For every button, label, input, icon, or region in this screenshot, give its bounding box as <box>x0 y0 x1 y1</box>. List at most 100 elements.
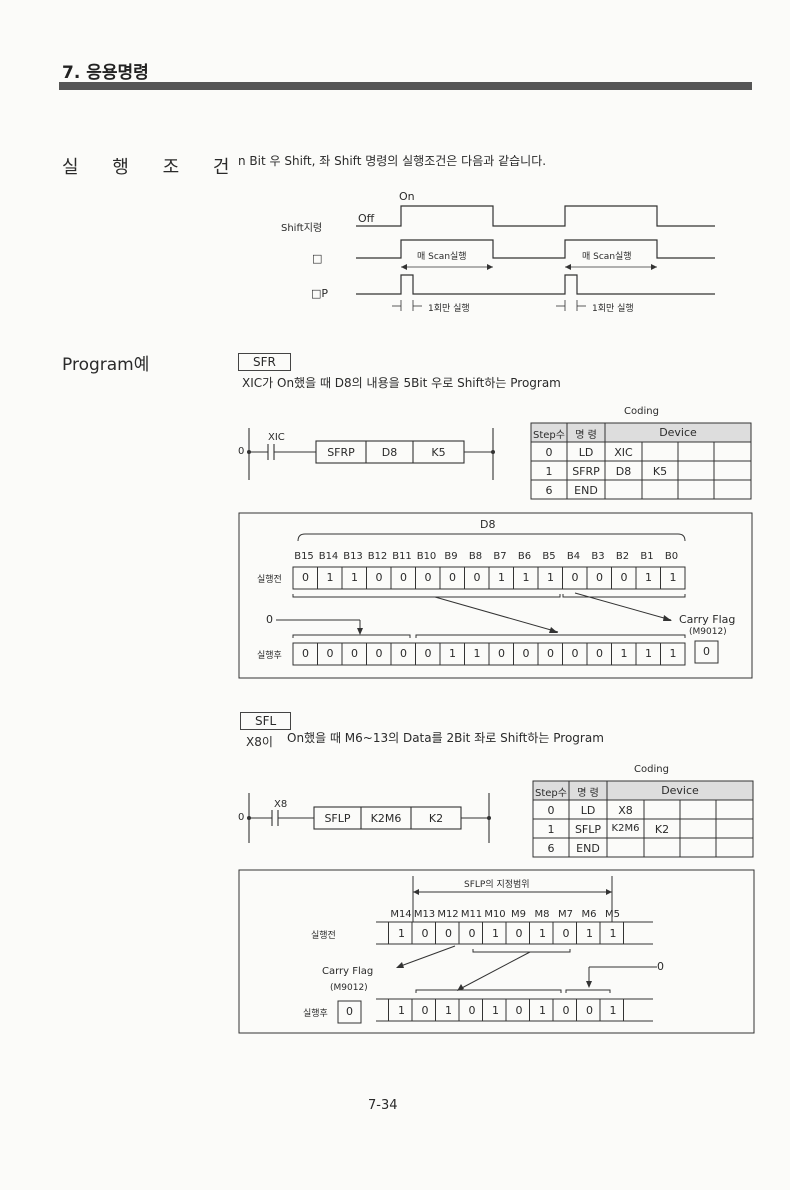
sfl-code-r0-step: 0 <box>547 804 555 817</box>
sfl-zero-in: 0 <box>657 960 664 973</box>
sfl-before-bit-7: 0 <box>562 927 570 940</box>
sfr-bit-label-5: B10 <box>416 551 437 562</box>
sfl-bit-label-0: M14 <box>390 909 412 920</box>
timing-row2-label: □ <box>312 252 323 265</box>
sfl-bit-label-3: M11 <box>460 909 483 920</box>
sfl-bit-label-2: M12 <box>437 909 459 920</box>
sfl-description-a: X8이 <box>246 735 273 749</box>
sfl-bit-label-1: M13 <box>413 909 436 920</box>
section-heading-program: Program예 <box>62 355 150 375</box>
sfr-after-bit-1: 0 <box>326 647 334 660</box>
sfl-bit-label-4: M10 <box>484 909 506 920</box>
sfl-code-r0-d1: X8 <box>618 804 633 817</box>
sfr-arg2: K5 <box>431 446 446 459</box>
sfr-bit-label-4: B11 <box>392 551 412 562</box>
sfl-code-r2-cmd: END <box>576 842 600 855</box>
sfr-arg1: D8 <box>381 446 398 459</box>
sfl-before-label: 실행전 <box>311 931 336 941</box>
timing-row3-label: □P <box>311 287 329 300</box>
sfr-after-bit-14: 1 <box>645 647 652 660</box>
sfl-after-bit-4: 1 <box>492 1004 499 1017</box>
sfl-after-bit-6: 1 <box>539 1004 546 1017</box>
sfl-code-r1-cmd: SFLP <box>574 823 602 836</box>
sfl-carry-label: Carry Flag <box>322 966 374 977</box>
sfr-coding-h-cmd: 명 령 <box>575 430 597 441</box>
sfr-after-bit-6: 1 <box>449 647 456 660</box>
chapter-title: 7. 응용명령 <box>62 63 149 83</box>
sfr-bit-label-13: B2 <box>615 551 630 562</box>
sfr-before-bit-4: 0 <box>400 571 407 584</box>
sfl-bit-label-8: M6 <box>581 909 597 920</box>
page-number: 7-34 <box>368 1098 398 1113</box>
sfl-after-bit-0: 1 <box>398 1004 405 1017</box>
sfl-tag: SFL <box>240 712 292 730</box>
sfr-before-bit-11: 0 <box>571 571 579 584</box>
sfr-bit-label-9: B6 <box>517 551 532 562</box>
sfr-before-bit-8: 1 <box>498 571 505 584</box>
conditions-description: n Bit 우 Shift, 좌 Shift 명령의 실행조건은 다음과 같습니… <box>238 154 547 168</box>
once-label-1: 1회만 실행 <box>428 304 470 314</box>
timing-shift-label: Shift지령 <box>281 223 323 234</box>
sfl-coding-title: Coding <box>634 764 669 775</box>
sfl-coding-h-device: Device <box>661 784 699 797</box>
sfr-bit-label-12: B3 <box>591 551 605 562</box>
sfr-before-label: 실행전 <box>257 575 282 585</box>
once-label-2: 1회만 실행 <box>592 304 634 314</box>
sfr-op: SFRP <box>327 446 355 459</box>
sfr-contact-label: XIC <box>268 432 285 443</box>
every-scan-label-2: 매 Scan실행 <box>582 252 632 262</box>
sfr-after-bit-2: 0 <box>351 647 358 660</box>
sfr-code-r1-cmd: SFRP <box>572 465 600 478</box>
sfr-before-bit-5: 0 <box>424 571 432 584</box>
sfl-code-r2-step: 6 <box>547 842 555 855</box>
sfr-coding-h-step: Step수 <box>533 430 565 441</box>
sfr-bit-label-7: B8 <box>468 551 483 562</box>
sfr-register-label: D8 <box>480 518 496 531</box>
sfr-bit-label-6: B9 <box>444 551 458 562</box>
sfl-coding-h-step: Step수 <box>535 788 567 799</box>
sfr-code-r2-step: 6 <box>545 484 553 497</box>
sfr-after-bit-12: 0 <box>596 647 603 660</box>
sfl-range-label: SFLP의 지정범위 <box>464 880 530 890</box>
sfl-after-bit-1: 0 <box>421 1004 429 1017</box>
sfr-before-bit-9: 1 <box>522 571 530 584</box>
sfl-bit-label-9: M5 <box>605 909 620 920</box>
sfr-after-bit-13: 1 <box>620 647 628 660</box>
sfl-after-bit-8: 0 <box>586 1004 593 1017</box>
sfr-carry-label: Carry Flag <box>679 613 736 626</box>
sfr-after-bit-15: 1 <box>669 647 677 660</box>
sfr-before-bit-1: 1 <box>326 571 334 584</box>
sfr-coding-h-device: Device <box>659 426 697 439</box>
sfr-before-bit-0: 0 <box>302 571 309 584</box>
sfr-bit-label-1: B14 <box>318 551 339 562</box>
sfr-bit-label-8: B7 <box>493 551 507 562</box>
sfl-op: SFLP <box>324 812 351 825</box>
sfr-before-bit-14: 1 <box>645 571 652 584</box>
sfr-code-r0-d1: XIC <box>614 446 633 459</box>
sfl-before-bit-9: 1 <box>609 927 617 940</box>
sfl-contact-label: X8 <box>274 799 288 810</box>
sfl-before-bit-3: 0 <box>468 927 476 940</box>
header-rule <box>59 82 752 90</box>
timing-off-label: Off <box>358 212 375 225</box>
sfr-description: XIC가 On했을 때 D8의 내용을 5Bit 우로 Shift하는 Prog… <box>242 376 561 390</box>
sfl-code-r1-d2: K2 <box>654 823 670 836</box>
every-scan-label-1: 매 Scan실행 <box>417 252 467 262</box>
sfl-bit-label-5: M9 <box>511 909 526 920</box>
sfr-zero-in: 0 <box>266 613 273 626</box>
sfr-before-bit-6: 0 <box>449 571 456 584</box>
sfr-after-bit-8: 0 <box>498 647 505 660</box>
sfr-carry-device: (M9012) <box>689 627 727 637</box>
sfl-carry-device: (M9012) <box>330 983 368 993</box>
sfr-after-bit-9: 0 <box>522 647 530 660</box>
sfr-before-bit-10: 1 <box>547 571 554 584</box>
sfl-before-bit-4: 1 <box>492 927 499 940</box>
sfl-after-bit-2: 1 <box>445 1004 452 1017</box>
sfl-after-bit-5: 0 <box>515 1004 523 1017</box>
sfr-carry-value: 0 <box>703 645 710 658</box>
